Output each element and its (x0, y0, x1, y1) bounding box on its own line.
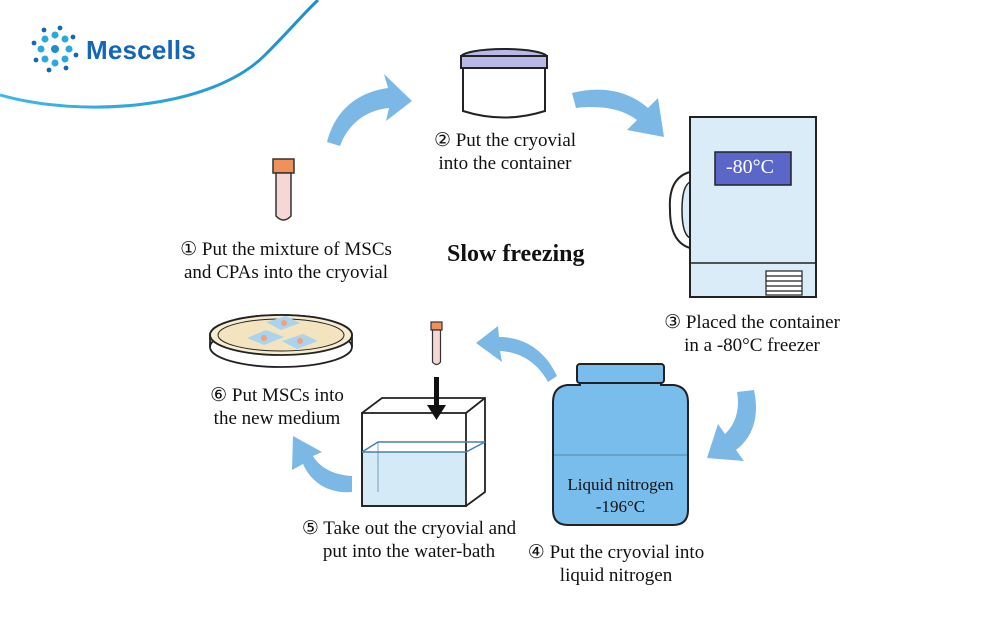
brand-name: Mescells (86, 35, 197, 65)
corner-arc (0, 0, 320, 109)
freezing-container-icon (460, 48, 548, 119)
step-4-line2: liquid nitrogen (559, 565, 673, 586)
curved-arrow-icon (327, 74, 412, 146)
step-3-line2: in a -80°C freezer (684, 335, 820, 356)
step-4-caption: ④ Put the cryovial into liquid nitrogen (510, 541, 722, 587)
step-5-line2: put into the water-bath (322, 541, 496, 562)
step-4-line1: ④ Put the cryovial into (527, 542, 705, 563)
nitrogen-label-line2: -196°C (595, 497, 646, 516)
step-6-line1: ⑥ Put MSCs into (210, 385, 344, 406)
freezer-display-text: -80°C (726, 156, 774, 178)
dewar-icon (552, 363, 689, 526)
step-6-line2: the new medium (213, 408, 341, 429)
petri-dish-icon (209, 314, 353, 368)
step-3-caption: ③ Placed the container in a -80°C freeze… (643, 311, 861, 357)
step-2-caption: ② Put the cryovial into the container (415, 129, 595, 175)
water-bath-icon (361, 397, 486, 507)
freezer-icon (668, 116, 817, 298)
nitrogen-label: Liquid nitrogen -196°C (553, 474, 688, 518)
brand-logo-icon (31, 25, 79, 73)
step-3-line1: ③ Placed the container (664, 312, 840, 333)
step-1-line1: ① Put the mixture of MSCs (180, 239, 392, 260)
step-1-line2: and CPAs into the cryovial (183, 262, 389, 283)
nitrogen-label-line1: Liquid nitrogen (567, 475, 674, 494)
diagram-title: Slow freezing (447, 241, 585, 267)
down-arrow-icon (427, 377, 446, 420)
step-5-caption: ⑤ Take out the cryovial and put into the… (273, 517, 545, 563)
cryovial-icon (272, 158, 295, 221)
cryovial-icon (430, 321, 443, 366)
curved-arrow-icon (476, 326, 557, 382)
step-2-line1: ② Put the cryovial (433, 130, 577, 151)
step-6-caption: ⑥ Put MSCs into the new medium (192, 384, 362, 430)
curved-arrow-icon (292, 436, 352, 493)
step-2-line2: into the container (438, 153, 572, 174)
curved-arrow-icon (572, 89, 664, 137)
step-5-line1: ⑤ Take out the cryovial and (301, 518, 517, 539)
cycle-arrows (292, 74, 756, 493)
step-1-caption: ① Put the mixture of MSCs and CPAs into … (150, 238, 422, 284)
freezer-display (714, 151, 792, 186)
curved-arrow-icon (707, 390, 756, 461)
